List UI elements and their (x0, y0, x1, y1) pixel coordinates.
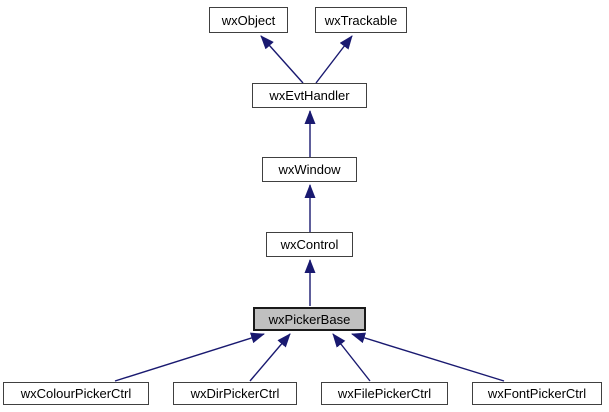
class-node-label: wxWindow (278, 162, 341, 177)
inheritance-edge-wxEvtHandler-to-wxTrackable (315, 35, 353, 84)
class-node-label: wxFontPickerCtrl (487, 386, 587, 401)
class-node-wxObject[interactable]: wxObject (209, 7, 288, 33)
class-node-wxFilePickerCtrl[interactable]: wxFilePickerCtrl (321, 382, 448, 405)
class-node-wxTrackable[interactable]: wxTrackable (315, 7, 407, 33)
class-node-label: wxFilePickerCtrl (337, 386, 432, 401)
class-node-label: wxTrackable (324, 12, 398, 28)
class-node-label: wxEvtHandler (269, 88, 350, 103)
class-node-wxPickerBase: wxPickerBase (253, 307, 366, 331)
class-node-wxDirPickerCtrl[interactable]: wxDirPickerCtrl (173, 382, 297, 405)
class-node-wxFontPickerCtrl[interactable]: wxFontPickerCtrl (472, 382, 602, 405)
inheritance-edges (114, 35, 505, 382)
class-node-label: wxDirPickerCtrl (190, 386, 280, 401)
inheritance-edge-wxFilePickerCtrl-to-wxPickerBase (332, 333, 371, 382)
inheritance-edge-wxDirPickerCtrl-to-wxPickerBase (249, 333, 291, 382)
class-node-label: wxColourPickerCtrl (20, 386, 132, 401)
inheritance-edge-wxColourPickerCtrl-to-wxPickerBase (114, 332, 265, 382)
class-node-label: wxControl (280, 237, 339, 252)
class-node-wxEvtHandler[interactable]: wxEvtHandler (252, 83, 367, 108)
class-node-wxControl[interactable]: wxControl (266, 232, 353, 257)
class-node-wxColourPickerCtrl[interactable]: wxColourPickerCtrl (3, 382, 149, 405)
class-node-label: wxObject (221, 12, 276, 28)
class-node-label: wxPickerBase (268, 311, 351, 327)
inheritance-edge-wxFontPickerCtrl-to-wxPickerBase (351, 332, 505, 382)
inheritance-edge-wxEvtHandler-to-wxObject (260, 35, 304, 84)
class-node-wxWindow[interactable]: wxWindow (262, 157, 357, 182)
